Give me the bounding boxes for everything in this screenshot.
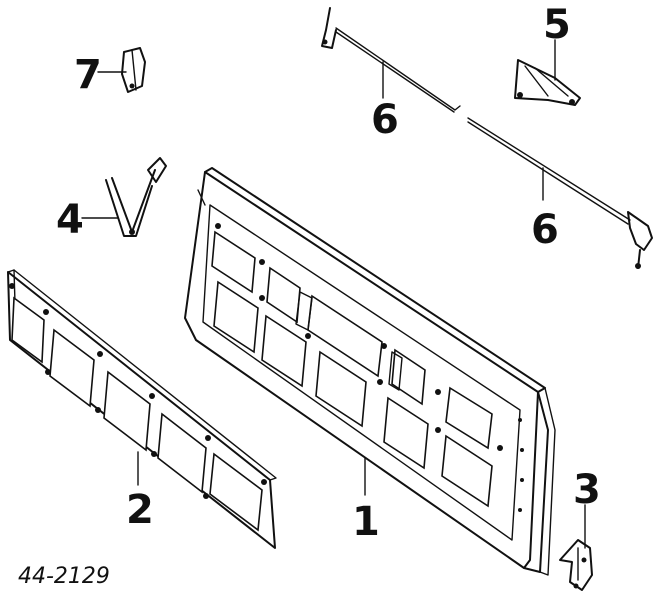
callout-6-upper: 6 (371, 97, 399, 143)
hinge-bracket-part-3 (559, 539, 593, 591)
callout-1: 1 (352, 499, 380, 545)
callout-2: 2 (126, 487, 154, 533)
callout-7: 7 (74, 52, 102, 98)
latch-part-5 (514, 59, 581, 106)
callout-3: 3 (573, 467, 601, 513)
trim-panel (7, 269, 277, 549)
latch-rod-lower (467, 117, 653, 269)
tailgate-panel (184, 167, 556, 576)
leader-lines (81, 39, 586, 549)
callout-6-lower: 6 (531, 207, 559, 253)
support-strap-part-4 (105, 157, 167, 237)
callout-5: 5 (543, 2, 571, 48)
callout-4: 4 (56, 197, 84, 243)
small-bracket-part-7 (121, 47, 146, 93)
latch-rod-upper (321, 7, 461, 113)
reference-number: 44-2129 (18, 564, 110, 589)
